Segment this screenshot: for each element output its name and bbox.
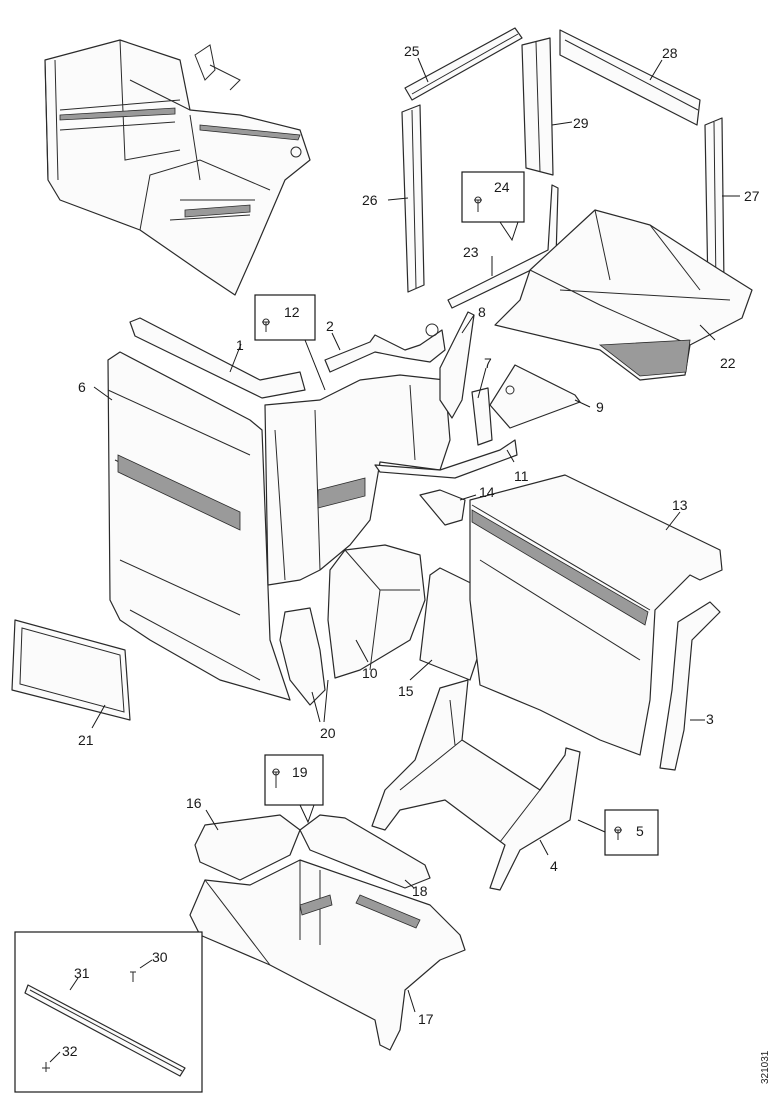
- callout-21: 21: [78, 732, 94, 748]
- callout-28: 28: [662, 45, 678, 61]
- drawing-code: 321031: [760, 1050, 771, 1084]
- part-9: [489, 364, 581, 429]
- callout-7: 7: [484, 355, 492, 371]
- callout-3: 3: [706, 711, 714, 727]
- callout-4: 4: [550, 858, 558, 874]
- part-28: [559, 29, 701, 126]
- callout-9: 9: [596, 399, 604, 415]
- callout-16: 16: [186, 795, 202, 811]
- screw-icon: [272, 768, 280, 788]
- callout-13: 13: [672, 497, 688, 513]
- callout-12: 12: [284, 304, 300, 320]
- callout-5: 5: [636, 823, 644, 839]
- part-25: [404, 27, 523, 101]
- callout-15: 15: [398, 683, 414, 699]
- screw-icon: [42, 1062, 50, 1072]
- callout-11: 11: [514, 468, 529, 484]
- callout-10: 10: [362, 665, 378, 681]
- screw-icon: [614, 826, 622, 840]
- callout-17: 17: [418, 1011, 434, 1027]
- part-cab-center: [264, 374, 451, 586]
- part-17: [189, 859, 466, 1051]
- callout-20: 20: [320, 725, 336, 741]
- callout-box-19: [264, 754, 324, 824]
- callout-23: 23: [463, 244, 479, 260]
- part-26: [401, 104, 425, 293]
- part-8: [439, 311, 475, 419]
- part-7: [471, 387, 493, 446]
- callout-25: 25: [404, 43, 420, 59]
- callout-labels: 25 28 29 26 24 27 23 12 8 2 1 22 7 6 9 1…: [62, 43, 760, 1059]
- callout-1: 1: [236, 337, 244, 353]
- part-18: [299, 814, 431, 889]
- callout-29: 29: [573, 115, 589, 131]
- callout-2: 2: [326, 318, 334, 334]
- callout-18: 18: [412, 883, 428, 899]
- screw-icon: [130, 971, 136, 982]
- screw-icon: [262, 318, 270, 332]
- leader-lines: [49, 57, 740, 1063]
- part-16: [194, 814, 301, 881]
- part-10: [327, 544, 426, 679]
- part-11: [374, 439, 518, 479]
- part-22: [494, 209, 753, 381]
- part-14: [419, 489, 466, 526]
- callout-31: 31: [74, 965, 90, 981]
- callout-box-12: [254, 294, 326, 391]
- callout-box-24: [461, 171, 525, 242]
- callout-8: 8: [478, 304, 486, 320]
- part-2: [324, 323, 446, 373]
- part-23: [447, 184, 559, 309]
- part-20: [279, 607, 326, 706]
- callout-box-5: [577, 809, 659, 856]
- callout-6: 6: [78, 379, 86, 395]
- part-21: [11, 619, 131, 721]
- part-6: [107, 351, 291, 701]
- part-13: [469, 474, 723, 756]
- part-4: [371, 679, 581, 891]
- part-29: [521, 37, 554, 176]
- inset-box: [14, 931, 203, 1093]
- callout-27: 27: [744, 188, 760, 204]
- overview-assembly: [44, 39, 311, 296]
- part-3: [659, 601, 721, 771]
- screw-icon: [474, 196, 482, 212]
- callout-26: 26: [362, 192, 378, 208]
- part-1: [129, 317, 306, 399]
- callout-24: 24: [494, 179, 510, 195]
- callout-19: 19: [292, 764, 308, 780]
- callout-30: 30: [152, 949, 168, 965]
- callout-32: 32: [62, 1043, 78, 1059]
- callout-14: 14: [479, 484, 495, 500]
- callout-22: 22: [720, 355, 736, 371]
